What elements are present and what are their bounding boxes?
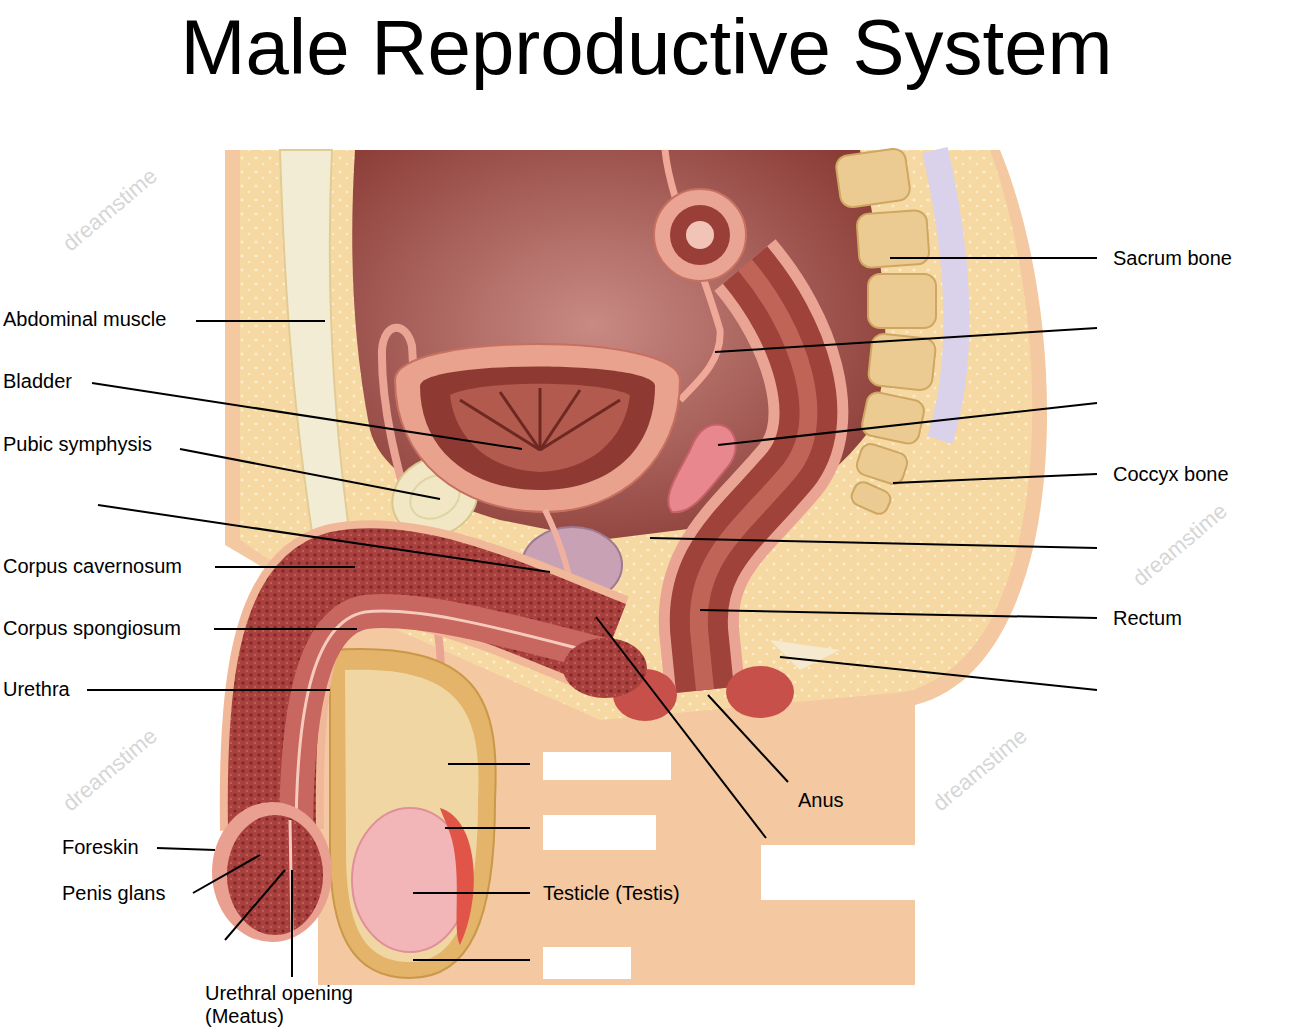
watermark: dreamstime — [1128, 498, 1233, 592]
part-label: Rectum — [1113, 606, 1182, 630]
part-label: Foreskin — [62, 835, 139, 859]
part-label: Penis glans — [62, 881, 165, 905]
part-label: Pubic symphysis — [3, 432, 152, 456]
part-label: Corpus spongiosum — [3, 616, 181, 640]
part-label: Testicle (Testis) — [543, 881, 680, 905]
part-label: Urethra — [3, 677, 70, 701]
part-label: Urethral opening (Meatus) — [205, 982, 375, 1028]
part-label: Anus — [798, 788, 844, 812]
part-label: Sacrum bone — [1113, 246, 1232, 270]
watermark: dreamstime — [928, 723, 1033, 817]
watermark: dreamstime — [58, 163, 163, 257]
part-label: Bladder — [3, 369, 72, 393]
diagram-title: Male Reproductive System — [0, 4, 1293, 90]
part-label: Coccyx bone — [1113, 462, 1229, 486]
part-label: Abdominal muscle — [3, 307, 166, 331]
watermark: dreamstime — [58, 723, 163, 817]
part-label: Corpus cavernosum — [3, 554, 182, 578]
